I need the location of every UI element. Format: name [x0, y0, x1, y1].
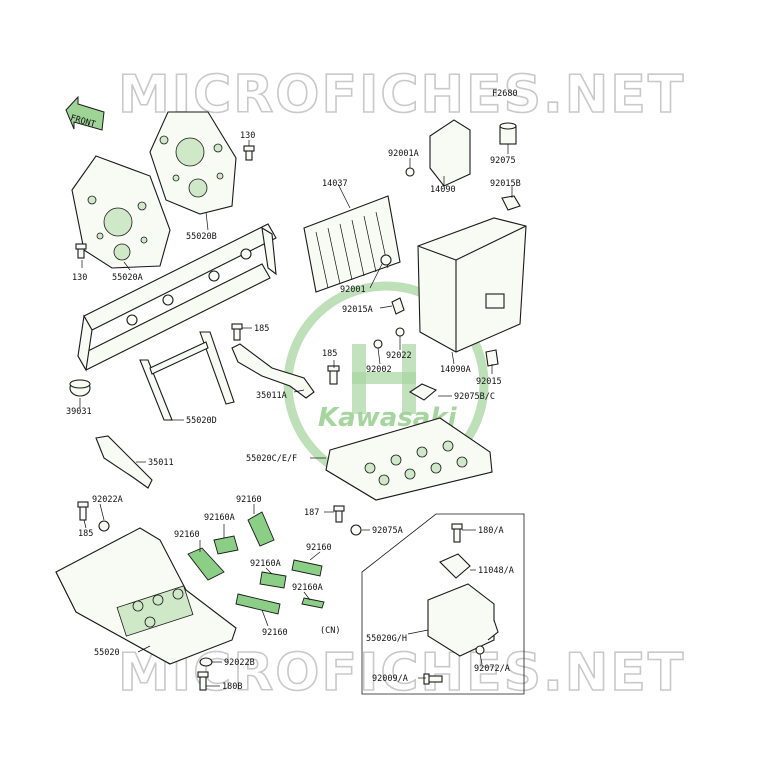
label-92009A: 92009/A: [372, 674, 408, 684]
clip-92015A: [391, 297, 405, 315]
bolt-92009A: [423, 673, 443, 685]
bolt-185-upper: [231, 323, 243, 341]
label-92022: 92022: [386, 351, 412, 361]
skid-plate-55020: [55, 527, 237, 665]
label-14090A: 14090A: [440, 365, 471, 375]
pad-92160A-a: [213, 535, 239, 555]
label-55020CEF: 55020C/E/F: [246, 454, 297, 464]
label-55020B: 55020B: [186, 232, 217, 242]
watermark-bottom: MICROFICHES.NET: [118, 643, 685, 703]
label-92075: 92075: [490, 156, 516, 166]
label-92022A: 92022A: [92, 495, 123, 505]
label-55020: 55020: [94, 648, 120, 658]
label-55020A: 55020A: [112, 273, 143, 283]
collar-92075BC: [408, 383, 438, 401]
bolt-185-mid: [327, 365, 340, 385]
label-11048A: 11048/A: [478, 566, 514, 576]
label-92160A-a: 92160A: [204, 513, 235, 523]
callout-box-cn: [361, 513, 525, 695]
bracket-35011A: [231, 343, 315, 399]
label-92022B: 92022B: [224, 658, 255, 668]
pad-92160-c: [291, 559, 323, 577]
screw-92001A: [405, 167, 415, 177]
label-92075A: 92075A: [372, 526, 403, 536]
washer-92022: [395, 327, 405, 337]
label-92072A: 92072/A: [474, 664, 510, 674]
skid-plate-55020CEF: [325, 417, 493, 501]
label-14037: 14037: [322, 179, 348, 189]
label-92160A-c: 92160A: [292, 583, 323, 593]
label-55020GH: 55020G/H: [366, 634, 407, 644]
leader-lines: [79, 140, 513, 687]
label-14090: 14090: [430, 185, 456, 195]
label-180B: 180B: [222, 682, 242, 692]
label-92001A: 92001A: [388, 149, 419, 159]
pad-92160A-c: [301, 597, 325, 609]
label-92160-b: 92160: [236, 495, 262, 505]
pad-92160-d: [235, 593, 281, 615]
label-92160-d: 92160: [262, 628, 288, 638]
diagram-code: F2680: [492, 89, 518, 99]
label-92160A-b: 92160A: [250, 559, 281, 569]
label-cn: (CN): [320, 626, 340, 636]
label-130-top: 130: [240, 131, 255, 141]
front-arrow-icon: FRONT: [65, 95, 105, 131]
cover-14090A: [417, 217, 527, 353]
label-35011: 35011: [148, 458, 174, 468]
clip-92015B: [501, 195, 521, 211]
watermark-top: MICROFICHES.NET: [118, 65, 685, 125]
bracket-35011: [95, 435, 153, 489]
guard-55020GH: [427, 583, 499, 657]
front-bumper-frame: [77, 223, 277, 421]
label-92075BC: 92075B/C: [454, 392, 495, 402]
label-185-upper: 185: [254, 324, 269, 334]
label-92015B: 92015B: [490, 179, 521, 189]
bracket-11048A: [439, 553, 471, 579]
screw-92002: [373, 339, 383, 349]
label-187: 187: [304, 508, 319, 518]
washer-92022B: [199, 657, 213, 667]
label-35011A: 35011A: [256, 391, 287, 401]
label-92160-a: 92160: [174, 530, 200, 540]
pad-92160A-b: [259, 571, 287, 589]
skid-plate-55020A: [71, 155, 171, 269]
label-185-lower: 185: [78, 529, 93, 539]
label-180A: 180/A: [478, 526, 504, 536]
label-92160-c: 92160: [306, 543, 332, 553]
grille-14037: [303, 195, 401, 293]
screw-92001: [380, 254, 392, 266]
bolt-130-left: [75, 243, 87, 259]
bolt-180B: [197, 671, 209, 691]
cap-39031: [69, 379, 91, 397]
pad-92160-b: [247, 511, 275, 547]
label-92002: 92002: [366, 365, 392, 375]
grommet-92075A: [350, 524, 362, 536]
label-92015A: 92015A: [342, 305, 373, 315]
pad-92160-a: [187, 547, 225, 581]
collar-92075: [499, 122, 517, 145]
label-55020D: 55020D: [186, 416, 217, 426]
washer-92022A: [98, 520, 110, 532]
cover-14090: [429, 119, 471, 187]
bolt-180A: [451, 523, 463, 543]
bolt-187: [333, 505, 345, 523]
bolt-185-lower: [77, 501, 89, 521]
label-130-left: 130: [72, 273, 87, 283]
label-92001: 92001: [340, 285, 366, 295]
label-39031: 39031: [66, 407, 92, 417]
clip-92015: [485, 349, 499, 367]
label-92015: 92015: [476, 377, 502, 387]
bolt-130-top: [243, 145, 255, 161]
skid-plate-55020B: [149, 111, 237, 215]
label-185-mid: 185: [322, 349, 337, 359]
